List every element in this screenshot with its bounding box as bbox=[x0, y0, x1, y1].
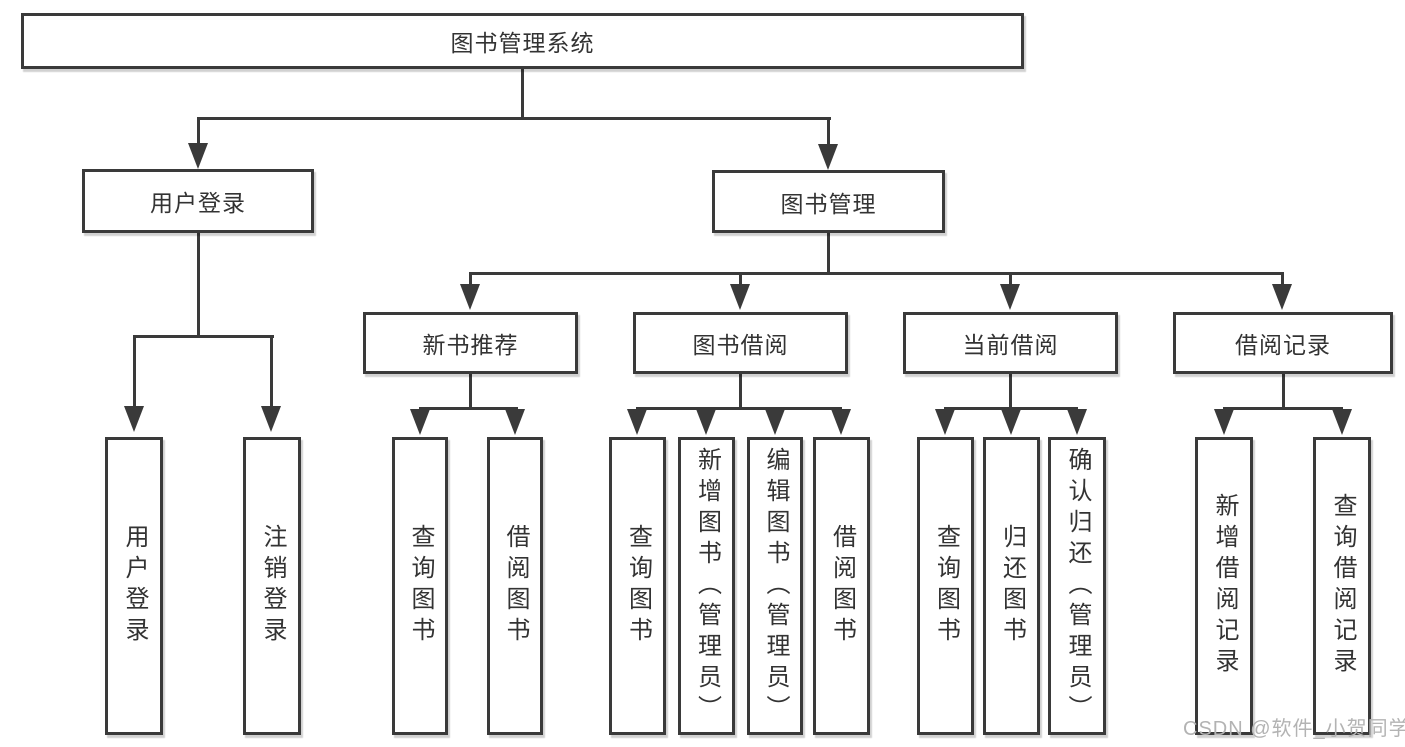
node-user-login: 用户登录 bbox=[82, 169, 314, 233]
leaf-query-book-3: 查询图书 bbox=[917, 437, 974, 735]
node-book-management: 图书管理 bbox=[712, 170, 945, 233]
arrow-down-icon bbox=[1272, 284, 1292, 310]
leaf-return-book-label: 归还图书 bbox=[998, 524, 1026, 648]
connector-drop-user-login bbox=[197, 117, 200, 145]
connector-drop-book-mgmt bbox=[827, 117, 830, 145]
connector-currentborrow-hbar bbox=[944, 407, 1078, 410]
arrow-down-icon bbox=[1000, 284, 1020, 310]
node-root-label: 图书管理系统 bbox=[450, 30, 595, 56]
node-user-login-label: 用户登录 bbox=[150, 190, 246, 216]
node-book-borrow-label: 图书借阅 bbox=[692, 332, 789, 358]
arrow-down-icon bbox=[1332, 409, 1352, 435]
connector-drop-leaf bbox=[133, 335, 136, 407]
connector-bookborrow-stem bbox=[739, 374, 742, 409]
arrow-down-icon bbox=[1214, 409, 1234, 435]
arrow-down-icon bbox=[730, 284, 750, 310]
connector-currentborrow-stem bbox=[1009, 374, 1012, 409]
connector-newbook-stem bbox=[469, 374, 472, 409]
leaf-confirm-return-admin-label: 确认归还（管理员） bbox=[1064, 446, 1091, 726]
node-book-borrow: 图书借阅 bbox=[633, 312, 848, 374]
connector-bookmgmt-stem bbox=[827, 233, 830, 274]
connector-userlogin-stem bbox=[197, 233, 200, 337]
arrow-down-icon bbox=[460, 284, 480, 310]
arrow-down-icon bbox=[696, 409, 716, 435]
csdn-watermark: CSDN @软件_小贺同学 bbox=[1183, 718, 1405, 740]
connector-borrowrecord-stem bbox=[1282, 374, 1285, 409]
leaf-query-book-1: 查询图书 bbox=[392, 437, 448, 735]
connector-drop-level2 bbox=[469, 272, 472, 286]
node-book-management-label: 图书管理 bbox=[780, 190, 877, 217]
arrow-down-icon bbox=[765, 409, 785, 435]
leaf-user-login-label: 用户登录 bbox=[121, 524, 148, 648]
connector-drop-level2 bbox=[739, 272, 742, 286]
node-current-borrow: 当前借阅 bbox=[903, 312, 1118, 374]
connector-borrowrecord-hbar bbox=[1223, 407, 1343, 410]
connector-drop-level2 bbox=[1009, 272, 1012, 286]
arrow-down-icon bbox=[261, 406, 281, 432]
arrow-down-icon bbox=[831, 409, 851, 435]
connector-newbook-hbar bbox=[419, 407, 518, 410]
arrow-down-icon bbox=[818, 144, 838, 170]
leaf-edit-book-admin-label: 编辑图书（管理员） bbox=[762, 446, 789, 726]
node-borrow-record: 借阅记录 bbox=[1173, 312, 1393, 374]
leaf-add-borrow-record-label: 新增借阅记录 bbox=[1211, 493, 1238, 679]
connector-drop-leaf bbox=[270, 335, 273, 407]
node-borrow-record-label: 借阅记录 bbox=[1235, 332, 1331, 358]
leaf-return-book: 归还图书 bbox=[983, 437, 1040, 735]
leaf-query-borrow-record: 查询借阅记录 bbox=[1313, 437, 1371, 735]
leaf-query-book-3-label: 查询图书 bbox=[932, 524, 960, 648]
arrow-down-icon bbox=[410, 409, 430, 435]
leaf-user-login: 用户登录 bbox=[105, 437, 163, 735]
connector-root-stem bbox=[521, 69, 524, 119]
arrow-down-icon bbox=[124, 406, 144, 432]
arrow-down-icon bbox=[505, 409, 525, 435]
arrow-down-icon bbox=[627, 409, 647, 435]
leaf-edit-book-admin: 编辑图书（管理员） bbox=[747, 437, 803, 735]
leaf-add-borrow-record: 新增借阅记录 bbox=[1195, 437, 1253, 735]
leaf-query-borrow-record-label: 查询借阅记录 bbox=[1329, 493, 1356, 679]
connector-root-hbar bbox=[197, 117, 831, 120]
arrow-down-icon bbox=[935, 409, 955, 435]
leaf-borrow-book-2: 借阅图书 bbox=[813, 437, 870, 735]
node-new-book-recommend-label: 新书推荐 bbox=[422, 332, 519, 358]
arrow-down-icon bbox=[1001, 409, 1021, 435]
node-root: 图书管理系统 bbox=[21, 13, 1024, 69]
leaf-confirm-return-admin: 确认归还（管理员） bbox=[1048, 437, 1106, 735]
connector-userlogin-hbar bbox=[133, 335, 274, 338]
connector-drop-level2 bbox=[1281, 272, 1284, 286]
leaf-logout: 注销登录 bbox=[243, 437, 301, 735]
connector-bookborrow-hbar bbox=[636, 407, 842, 410]
leaf-query-book-2-label: 查询图书 bbox=[624, 524, 652, 648]
connector-bookmgmt-hbar bbox=[469, 272, 1283, 275]
leaf-query-book-1-label: 查询图书 bbox=[407, 524, 434, 648]
leaf-add-book-admin: 新增图书（管理员） bbox=[678, 437, 735, 735]
leaf-borrow-book-1: 借阅图书 bbox=[487, 437, 543, 735]
leaf-borrow-book-1-label: 借阅图书 bbox=[502, 524, 529, 648]
node-current-borrow-label: 当前借阅 bbox=[962, 332, 1059, 358]
arrow-down-icon bbox=[188, 143, 208, 169]
leaf-borrow-book-2-label: 借阅图书 bbox=[828, 524, 856, 648]
leaf-logout-label: 注销登录 bbox=[259, 524, 286, 648]
leaf-query-book-2: 查询图书 bbox=[609, 437, 666, 735]
arrow-down-icon bbox=[1067, 409, 1087, 435]
node-new-book-recommend: 新书推荐 bbox=[363, 312, 578, 374]
leaf-add-book-admin-label: 新增图书（管理员） bbox=[693, 446, 721, 726]
